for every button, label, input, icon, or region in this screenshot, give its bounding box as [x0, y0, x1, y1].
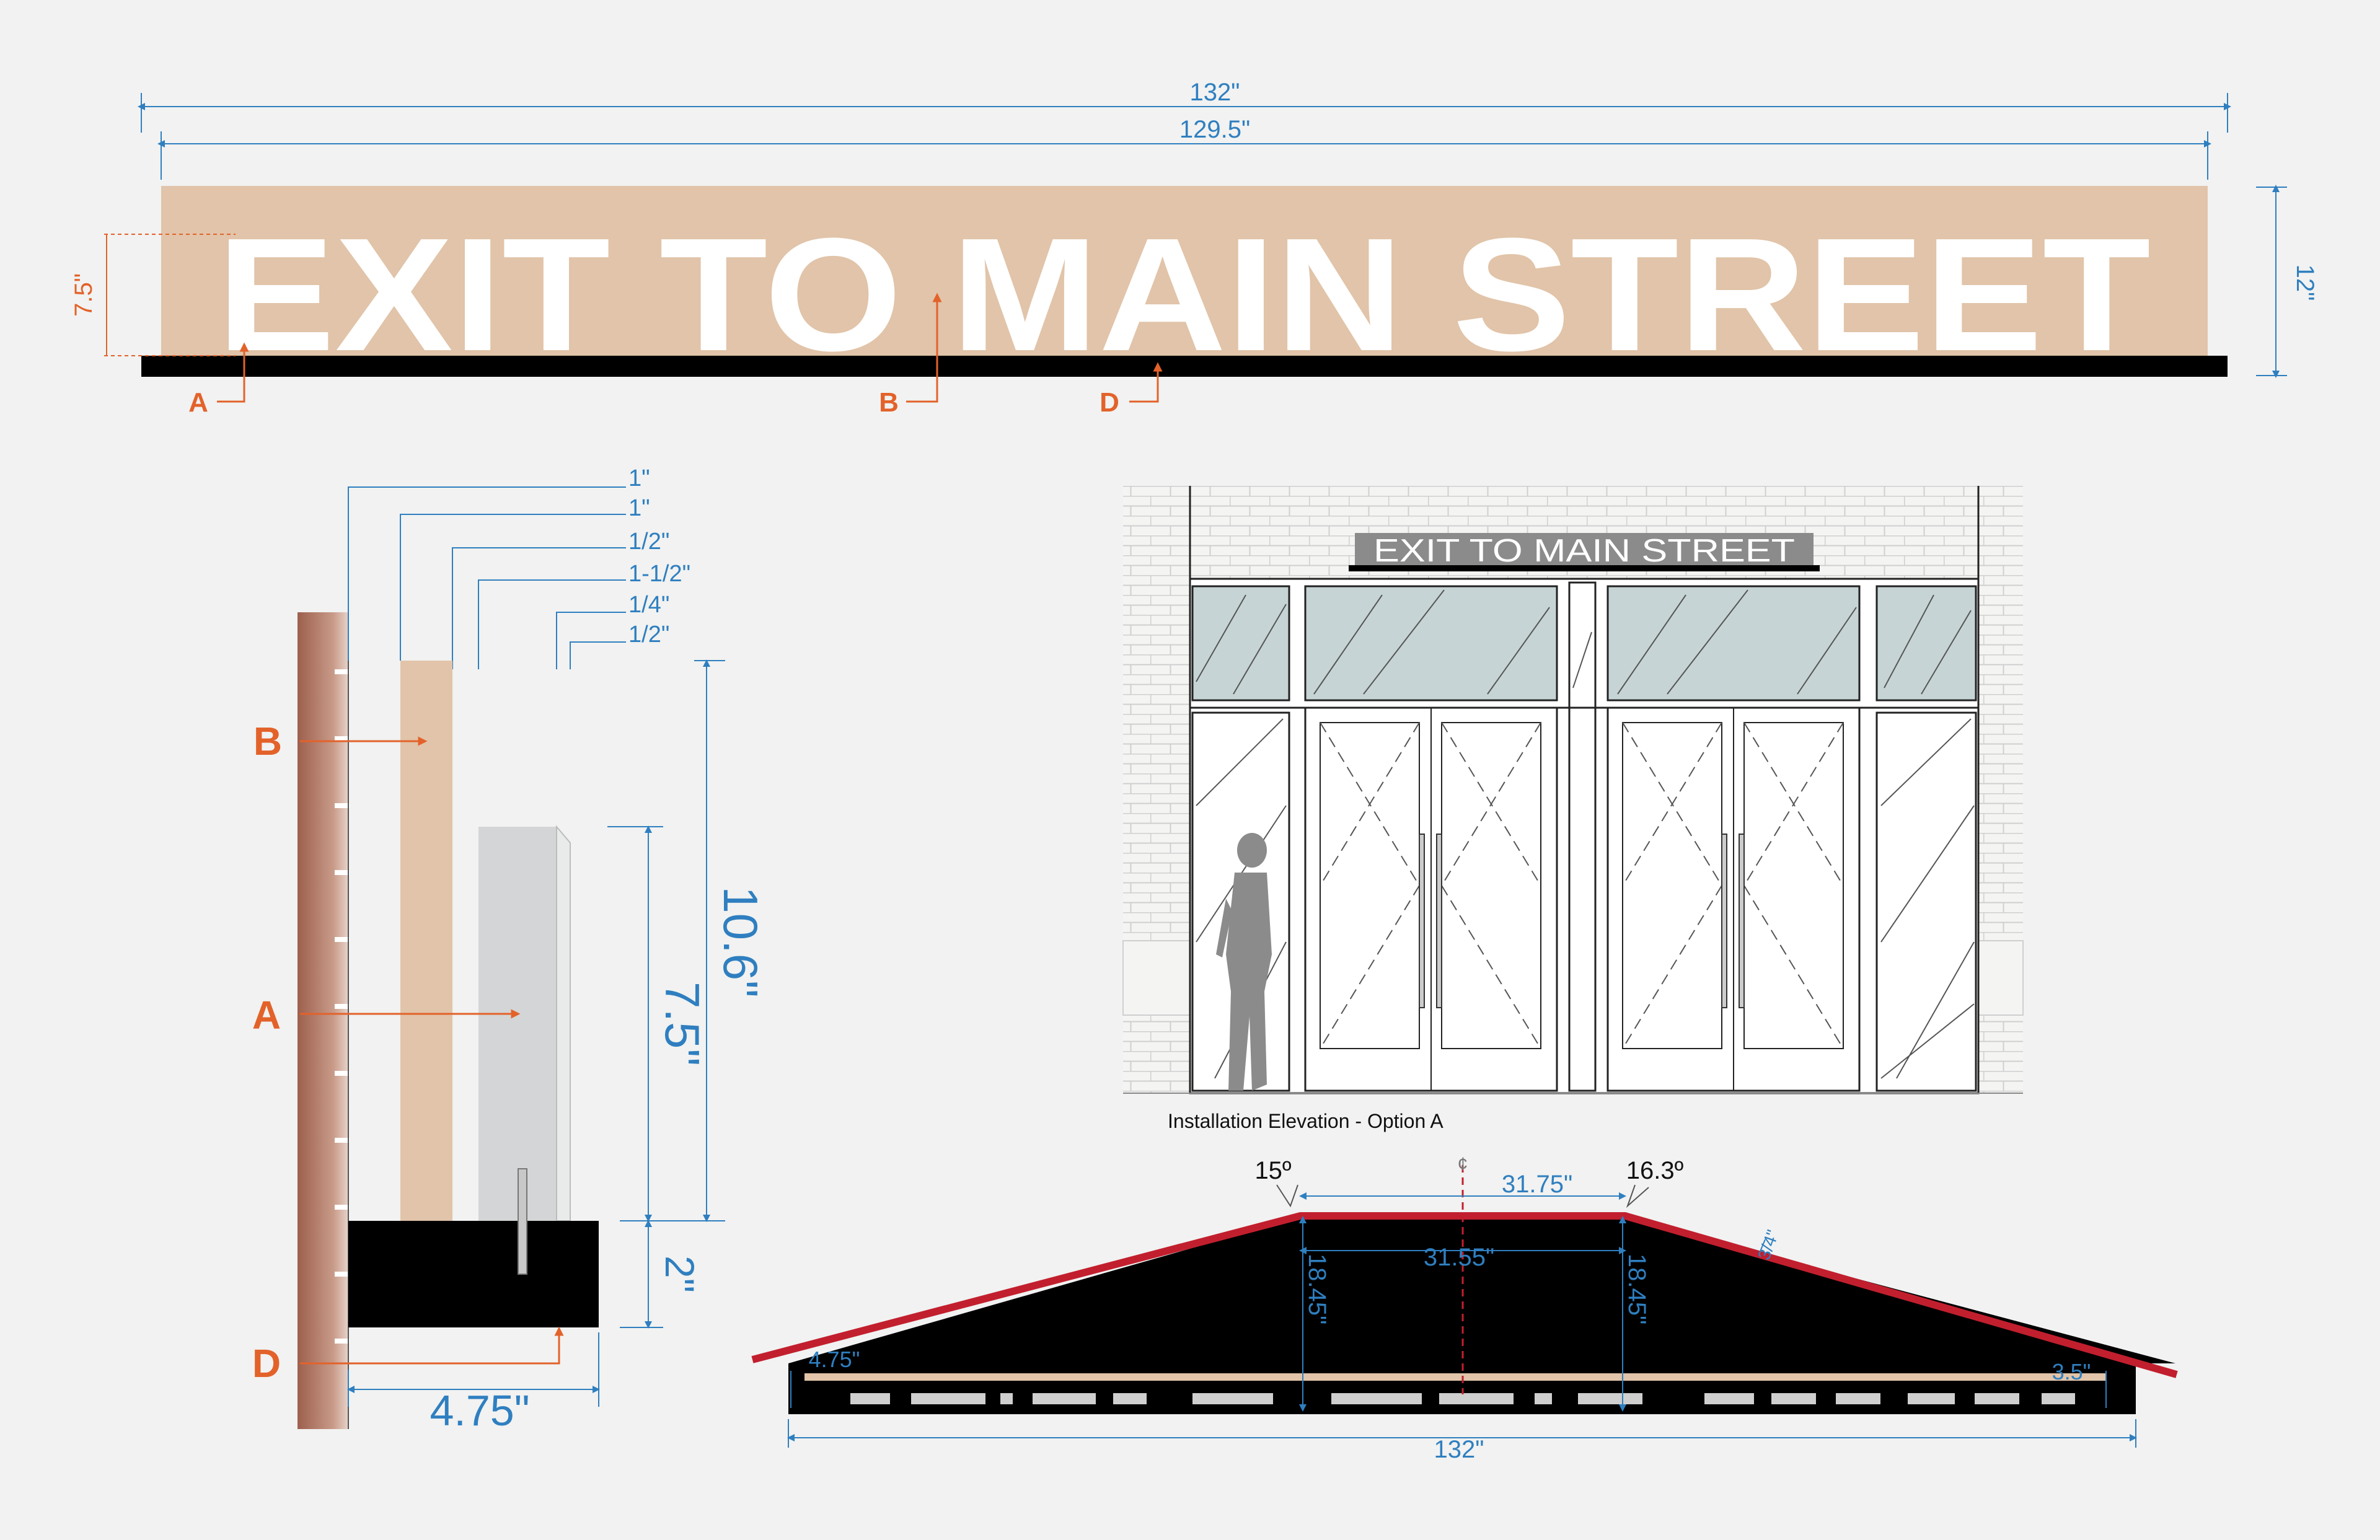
right-end-label: 3.5" — [2052, 1359, 2091, 1384]
panel-width-label: 129.5" — [1179, 116, 1250, 143]
elevation-caption: Installation Elevation - Option A — [1168, 1110, 1443, 1132]
callout-a: A — [188, 387, 208, 418]
left-end-label: 4.75" — [809, 1347, 860, 1372]
inner-width-label: 31.55" — [1424, 1244, 1494, 1271]
elevation-sign-text: EXIT TO MAIN STREET — [1373, 533, 1795, 569]
section-base-d — [348, 1221, 599, 1327]
section-callout-a: A — [252, 993, 281, 1037]
angle-right-label: 16.3º — [1626, 1157, 1684, 1184]
base-depth-label: 4.75" — [430, 1386, 529, 1435]
person-silhouette — [1216, 833, 1272, 1091]
plan-view: ¢ 15º 16.3º 31.75" 31.55" 18.45" 18.45" … — [751, 1154, 2178, 1463]
centerline-mark: ¢ — [1458, 1154, 1468, 1174]
left-depth-label: 18.45" — [1303, 1254, 1331, 1324]
section-letter-a — [478, 827, 557, 1221]
elevation-sign — [1355, 533, 1814, 565]
offset-2: 1" — [628, 495, 650, 521]
offset-5: 1/4" — [628, 592, 669, 618]
offset-1: 1" — [628, 465, 650, 491]
plan-base — [788, 1217, 2175, 1363]
right-depth-label: 18.45" — [1623, 1254, 1651, 1324]
front-view: 132" 129.5" EXIT TO MAIN STREET 7.5" 12"… — [70, 79, 2319, 418]
sign-height-label: 12" — [2291, 265, 2319, 301]
letter-depth-height-label: 7.5" — [655, 982, 710, 1066]
section-callout-b: B — [253, 719, 282, 763]
callout-b: B — [879, 387, 899, 418]
installation-elevation: EXIT TO MAIN STREET — [1122, 486, 2024, 1132]
side-section: 1" 1" 1/2" 1-1/2" 1/4" 1/2" 10.6" 7.5" 2… — [252, 465, 768, 1435]
top-width-label: 31.75" — [1502, 1171, 1572, 1198]
offset-3: 1/2" — [628, 529, 669, 555]
sign-base-d — [141, 356, 2228, 377]
section-panel-b — [400, 661, 452, 1221]
plan-overall-label: 132" — [1434, 1436, 1484, 1463]
callout-d: D — [1100, 387, 1119, 418]
base-height-label: 2" — [657, 1256, 703, 1293]
sign-panel-b — [161, 186, 2208, 356]
overall-width-label: 132" — [1190, 79, 1240, 106]
letter-height-label: 7.5" — [70, 273, 97, 317]
offset-6: 1/2" — [628, 622, 669, 648]
total-height-label: 10.6" — [713, 886, 768, 998]
sign-letters-a: EXIT TO MAIN STREET — [217, 205, 2151, 385]
wall — [298, 612, 348, 1429]
section-callout-d: D — [252, 1341, 281, 1386]
offset-4: 1-1/2" — [628, 561, 690, 587]
angle-left-label: 15º — [1254, 1157, 1291, 1184]
